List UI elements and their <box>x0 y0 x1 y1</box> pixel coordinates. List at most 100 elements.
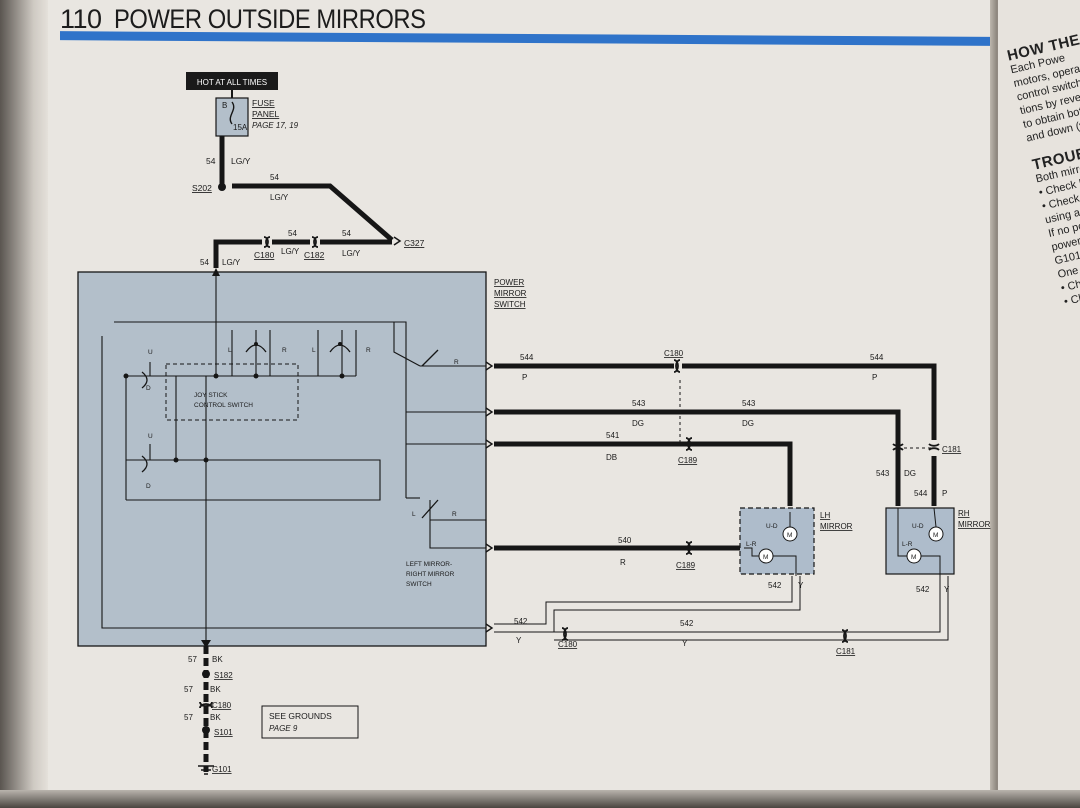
selector-blade <box>421 499 439 519</box>
arrow-down-icon <box>201 640 211 648</box>
arrow-up-icon <box>212 268 220 276</box>
junction-dots <box>123 373 345 463</box>
splice-s202-label: S202 <box>192 183 212 193</box>
connector-c327-icon <box>393 236 402 246</box>
connector-c182-label: C182 <box>304 250 325 260</box>
lh-mirror-label-1: LH <box>820 511 830 520</box>
wire-54-label: 54 <box>200 258 209 267</box>
wire-54-label: 54 <box>270 173 279 182</box>
joystick-label-1: JOY STICK <box>194 392 228 399</box>
connector-c189-label: C189 <box>678 456 698 465</box>
wire-544-label: 544 <box>520 353 534 362</box>
wire-543-label: 543 <box>742 399 756 408</box>
connector-c181-icon <box>841 629 849 643</box>
hot-at-all-times-label: HOT AT ALL TIMES <box>197 78 267 87</box>
rh-mirror-label-1: RH <box>958 509 970 518</box>
wire-54-to-c327 <box>232 183 394 242</box>
wire-544 <box>494 363 937 440</box>
book-left-edge <box>0 0 48 808</box>
wire-y-label: Y <box>944 585 950 594</box>
contact-u-label: U <box>148 433 153 440</box>
lh-internal-wire <box>744 547 759 557</box>
ground-icon <box>198 765 214 775</box>
internal-wiring <box>101 276 487 646</box>
wire-lgy-label: LG/Y <box>231 156 251 166</box>
connector-c189-icon <box>685 541 693 555</box>
motor-label: M <box>787 532 792 539</box>
wire-y-label: Y <box>682 639 688 648</box>
lh-internal-wire <box>773 555 797 576</box>
connector-c180-icon <box>561 627 569 641</box>
lh-lr-label: L-R <box>746 541 757 548</box>
lh-ud-label: U-D <box>766 523 778 530</box>
wire-54-label: 54 <box>206 156 216 166</box>
wire-541-label: 541 <box>606 431 620 440</box>
wire-543-label: 543 <box>632 399 646 408</box>
contact-r-label: R <box>366 347 371 354</box>
connector-c180-icon <box>263 236 271 248</box>
connector-c189-label: C189 <box>676 561 696 570</box>
wire-542 <box>494 576 949 641</box>
fuse-terminal-label: B <box>222 101 227 110</box>
wire-db-label: DB <box>606 453 617 462</box>
fuse-page-ref: PAGE 17, 19 <box>252 121 299 130</box>
contact-l-label: L <box>412 511 416 518</box>
contact-l-label: L <box>228 347 232 354</box>
hot-at-all-times-box <box>186 72 278 90</box>
contact-d-label: D <box>146 483 151 490</box>
mirror-select-label-2: RIGHT MIRROR <box>406 571 455 578</box>
wire-543 <box>494 409 901 506</box>
book-bottom-edge <box>0 790 1080 808</box>
wire-y-label: Y <box>798 581 804 590</box>
fuse-panel-box <box>215 97 249 137</box>
contact-r-label: R <box>454 359 459 366</box>
splice-s101-label: S101 <box>214 728 233 737</box>
wire-542-label: 542 <box>916 585 930 594</box>
wire-dg-label: DG <box>742 419 754 428</box>
connector-c181-icon <box>892 443 940 451</box>
contact-r-label: R <box>452 511 457 518</box>
splice-s101-dot <box>202 726 210 734</box>
wire-542-label: 542 <box>680 619 694 628</box>
wire-54-label: 54 <box>342 229 351 238</box>
rh-lr-label: L-R <box>902 541 913 548</box>
switch-contact-icon <box>141 371 148 473</box>
switch-title-2: MIRROR <box>494 289 527 298</box>
connector-c182-icon <box>311 236 319 248</box>
right-page <box>998 0 1080 808</box>
fuse-rating-label: 15A <box>233 123 248 132</box>
lh-mirror-label-2: MIRROR <box>820 522 853 531</box>
rh-internal-wire <box>933 507 937 528</box>
wire-bk-label: BK <box>210 685 221 694</box>
connector-c180-icon <box>199 701 213 709</box>
wiring-diagram: HOT AT ALL TIMES B 15A FUSE PANEL PAGE 1… <box>77 72 991 775</box>
connector-c180-icon <box>673 359 681 373</box>
contact-l-label: L <box>312 347 316 354</box>
wire-542-label: 542 <box>514 617 528 626</box>
page-number: 110 <box>60 4 102 34</box>
connector-c180-label: C180 <box>254 250 275 260</box>
wire-p-label: P <box>872 373 877 382</box>
wire-y-label: Y <box>516 636 522 645</box>
page-header: 110 POWER OUTSIDE MIRRORS <box>60 4 468 35</box>
switch-title-3: SWITCH <box>494 300 526 309</box>
wire-lgy-label: LG/Y <box>270 193 289 202</box>
rh-mirror-box <box>885 507 955 575</box>
wire-542-label: 542 <box>768 581 782 590</box>
see-grounds-label: SEE GROUNDS <box>269 711 332 721</box>
see-grounds-page: PAGE 9 <box>269 724 298 733</box>
see-grounds-box <box>261 705 359 739</box>
rh-internal-wire <box>897 508 907 557</box>
motor-label: M <box>911 554 916 561</box>
power-mirror-switch-box <box>77 271 487 647</box>
fuse-icon <box>229 101 235 125</box>
contact-d-label: D <box>146 385 151 392</box>
page-title: POWER OUTSIDE MIRRORS <box>114 4 426 34</box>
wire-544-label: 544 <box>870 353 884 362</box>
wire-lgy-label: LG/Y <box>281 247 300 256</box>
fuse-panel-label-2: PANEL <box>252 109 280 119</box>
wire-dg-label: DG <box>904 469 916 478</box>
connector-c180-label: C180 <box>558 640 578 649</box>
splice-s182-dot <box>202 670 210 678</box>
connector-c180-label: C180 <box>664 349 684 358</box>
